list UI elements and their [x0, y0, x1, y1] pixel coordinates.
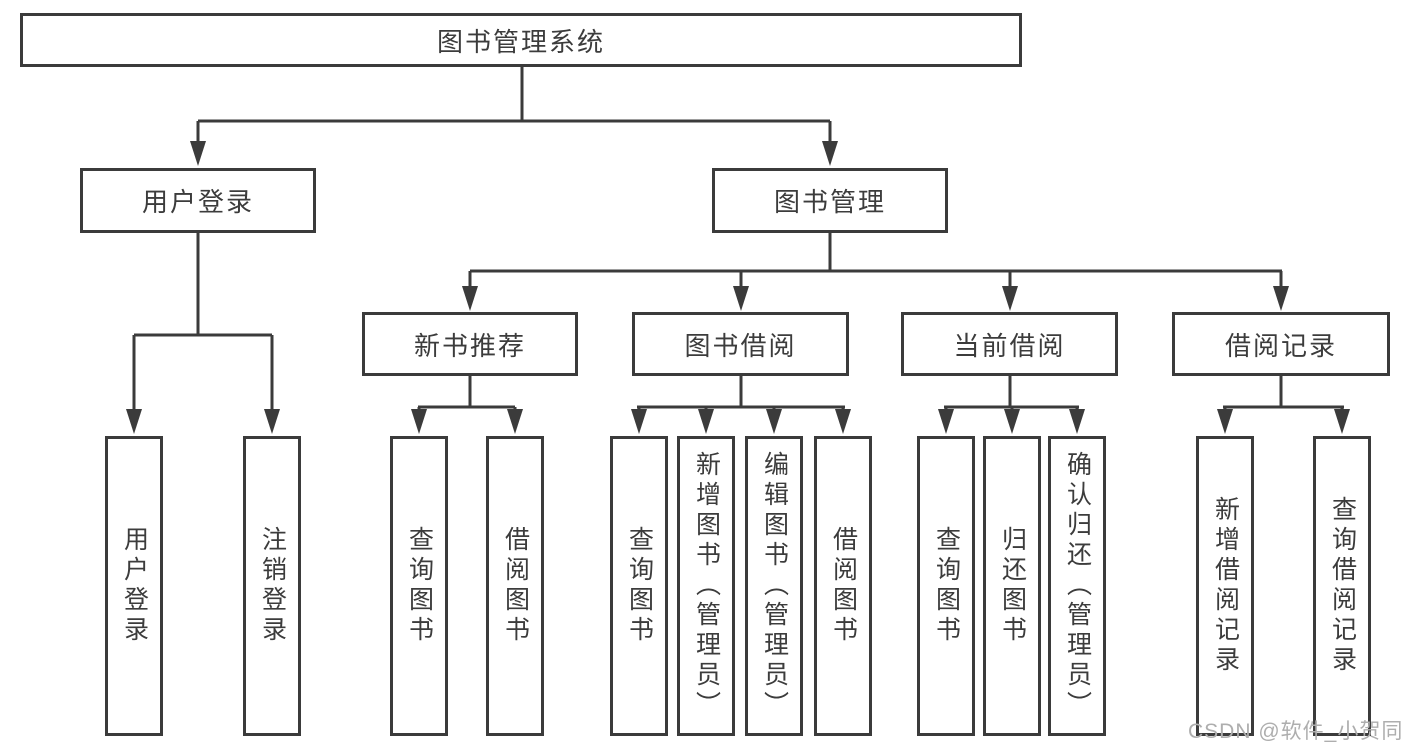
leaf-borrow-books-borrowing: 借阅图书 — [814, 436, 872, 736]
leaf-query-books-current: 查询图书 — [917, 436, 975, 736]
node-library-management-system: 图书管理系统 — [20, 13, 1022, 67]
node-book-management: 图书管理 — [712, 168, 948, 233]
arrowhead-icon — [766, 409, 782, 434]
edge-user-login-to-leaves — [126, 233, 280, 434]
arrowhead-icon — [938, 409, 954, 434]
leaf-confirm-return-admin: 确认归还（管理员） — [1048, 436, 1106, 736]
leaf-edit-books-admin: 编辑图书（管理员） — [745, 436, 803, 736]
leaf-query-books-borrowing: 查询图书 — [610, 436, 668, 736]
arrowhead-icon — [1002, 286, 1018, 311]
csdn-watermark: CSDN @软件_小贺同学 — [1188, 720, 1404, 743]
edge-book-borrowing-to-leaves — [631, 376, 851, 434]
leaf-add-borrowing-record: 新增借阅记录 — [1196, 436, 1254, 736]
arrowhead-icon — [1217, 409, 1233, 434]
arrowhead-icon — [264, 409, 280, 434]
edge-root-to-level2 — [190, 67, 838, 166]
arrowhead-icon — [1273, 286, 1289, 311]
arrowhead-icon — [1334, 409, 1350, 434]
edge-current-borrowing-to-leaves — [938, 376, 1085, 434]
arrowhead-icon — [507, 409, 523, 434]
edge-book-management-to-sections — [462, 233, 1289, 311]
arrowhead-icon — [631, 409, 647, 434]
leaf-user-login: 用户登录 — [105, 436, 163, 736]
leaf-return-books: 归还图书 — [983, 436, 1041, 736]
leaf-query-borrowing-record: 查询借阅记录 — [1313, 436, 1371, 736]
leaf-borrow-books-recommend: 借阅图书 — [486, 436, 544, 736]
edge-new-book-recommendation-to-leaves — [411, 376, 523, 434]
leaf-add-books-admin: 新增图书（管理员） — [677, 436, 735, 736]
arrowhead-icon — [411, 409, 427, 434]
node-user-login: 用户登录 — [80, 168, 316, 233]
leaf-query-books-recommend: 查询图书 — [390, 436, 448, 736]
arrowhead-icon — [1004, 409, 1020, 434]
node-book-borrowing: 图书借阅 — [632, 312, 849, 376]
node-new-book-recommendation: 新书推荐 — [362, 312, 578, 376]
edge-borrowing-records-to-leaves — [1217, 376, 1350, 434]
arrowhead-icon — [698, 409, 714, 434]
node-borrowing-records: 借阅记录 — [1172, 312, 1390, 376]
arrowhead-icon — [822, 141, 838, 166]
arrowhead-icon — [126, 409, 142, 434]
arrowhead-icon — [462, 286, 478, 311]
arrowhead-icon — [733, 286, 749, 311]
arrowhead-icon — [190, 141, 206, 166]
arrowhead-icon — [1069, 409, 1085, 434]
arrowhead-icon — [835, 409, 851, 434]
node-current-borrowing: 当前借阅 — [901, 312, 1118, 376]
leaf-logout: 注销登录 — [243, 436, 301, 736]
